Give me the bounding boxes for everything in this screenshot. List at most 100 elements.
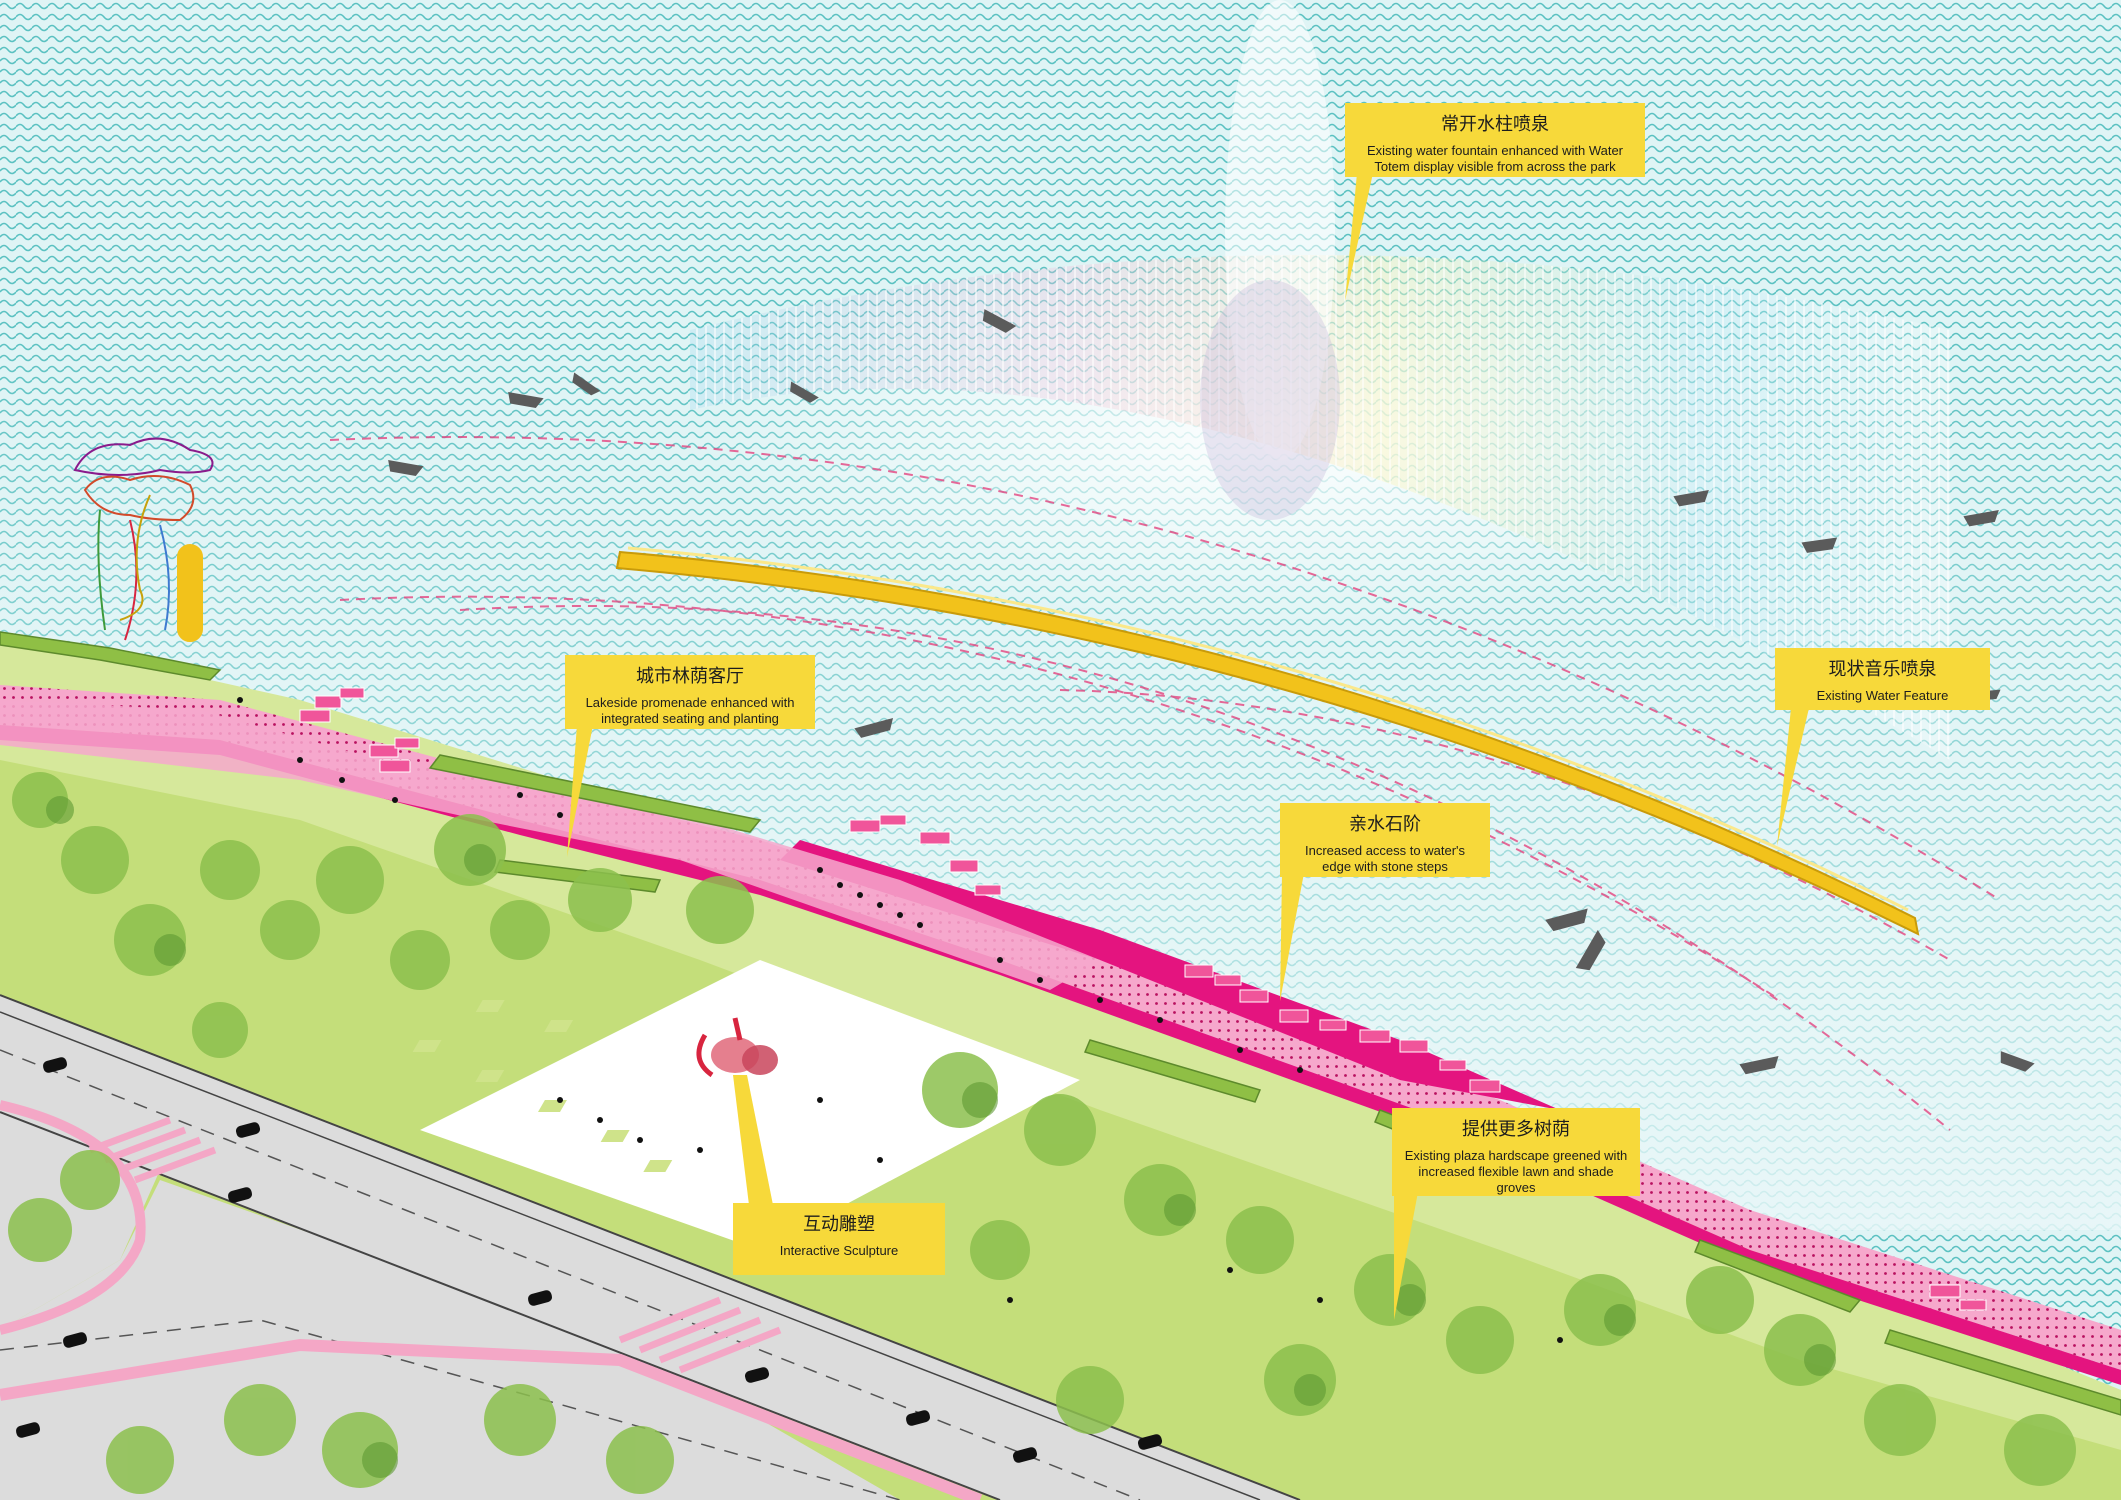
tree-icon xyxy=(568,868,632,932)
person-icon xyxy=(697,1147,703,1153)
callout-title: 常开水柱喷泉 xyxy=(1441,114,1549,135)
callout-pointer xyxy=(567,725,593,857)
crosswalks xyxy=(88,1116,782,1374)
cars xyxy=(15,1057,1163,1463)
callout-pointer xyxy=(1777,708,1809,846)
callout-description: Increased access to water's edge with st… xyxy=(1305,843,1465,874)
callout-pointer xyxy=(733,1075,773,1205)
callout-description: Existing plaza hardscape greened with in… xyxy=(1404,1148,1628,1195)
boat-icon xyxy=(1963,509,1999,527)
boat-icon xyxy=(982,309,1017,333)
callout-forest-lounge: 城市林荫客厅 Lakeside promenade enhanced with … xyxy=(565,655,815,860)
car-icon xyxy=(905,1410,931,1426)
callout-pointer xyxy=(1394,1192,1418,1320)
tree-icon xyxy=(61,826,129,894)
car-icon xyxy=(1012,1447,1038,1463)
tree-icon xyxy=(224,1384,296,1456)
person-icon xyxy=(997,957,1003,963)
car-icon xyxy=(227,1187,253,1203)
person-icon xyxy=(1227,1267,1233,1273)
callout-title: 提供更多树荫 xyxy=(1462,1119,1570,1140)
callout-description: Existing water fountain enhanced with Wa… xyxy=(1366,143,1624,174)
person-icon xyxy=(1297,1067,1303,1073)
tree-icon xyxy=(200,840,260,900)
person-icon xyxy=(1237,1047,1243,1053)
car-icon xyxy=(235,1122,261,1138)
person-icon xyxy=(637,1137,643,1143)
fountain-spray-arcs xyxy=(329,436,2001,1131)
tree-icon xyxy=(1056,1366,1124,1434)
person-icon xyxy=(1317,1297,1323,1303)
callout-title: 亲水石阶 xyxy=(1349,814,1421,835)
car-icon xyxy=(42,1057,68,1073)
boat-icon xyxy=(1575,929,1606,971)
tree-icon xyxy=(490,900,550,960)
person-icon xyxy=(877,902,883,908)
boat-icon xyxy=(1801,537,1838,553)
person-icon xyxy=(817,867,823,873)
tree-icon xyxy=(390,930,450,990)
callout-music-fountain: 现状音乐喷泉 Existing Water Feature xyxy=(1775,648,1990,848)
person-icon xyxy=(877,1157,883,1163)
waterfront-stone-steps xyxy=(299,687,1987,1311)
tree-icon xyxy=(260,900,320,960)
boat-icon xyxy=(790,381,819,403)
person-icon xyxy=(897,912,903,918)
tree-icon xyxy=(1686,1266,1754,1334)
person-icon xyxy=(1557,1337,1563,1343)
callout-pointer xyxy=(1345,173,1373,301)
tree-icon xyxy=(686,876,754,944)
person-icon xyxy=(557,812,563,818)
callout-title: 互动雕塑 xyxy=(803,1214,875,1235)
callout-description: Interactive Sculpture xyxy=(779,1243,899,1258)
callout-title: 城市林荫客厅 xyxy=(636,666,744,687)
people xyxy=(237,697,1563,1343)
boat-icon xyxy=(508,391,544,408)
boat-icon xyxy=(1673,489,1709,507)
boat-icon xyxy=(1739,1055,1779,1075)
callout-sculpture: 互动雕塑 Interactive Sculpture xyxy=(733,1075,945,1280)
car-icon xyxy=(527,1290,553,1306)
sculpture-outline-art xyxy=(73,437,214,642)
person-icon xyxy=(297,757,303,763)
person-icon xyxy=(392,797,398,803)
boat-icon xyxy=(854,717,894,738)
boat-icon xyxy=(572,372,601,396)
tree-icon xyxy=(1226,1206,1294,1274)
tree-icon xyxy=(8,1198,72,1262)
person-icon xyxy=(557,1097,563,1103)
sculpture-icon xyxy=(696,1017,778,1078)
boat-icon xyxy=(1545,908,1588,932)
person-icon xyxy=(1157,1017,1163,1023)
car-icon xyxy=(62,1332,88,1348)
person-icon xyxy=(517,792,523,798)
callout-description: Lakeside promenade enhanced with integra… xyxy=(585,695,795,726)
tree-icon xyxy=(60,1150,120,1210)
person-icon xyxy=(817,1097,823,1103)
boats xyxy=(388,309,2035,1075)
callout-description: Existing Water Feature xyxy=(1816,688,1949,703)
callout-more-shade: 提供更多树荫 Existing plaza hardscape greened … xyxy=(1392,1108,1640,1323)
tree-icon xyxy=(970,1220,1030,1280)
callout-stone-steps: 亲水石阶 Increased access to water's edge wi… xyxy=(1280,803,1490,1003)
person-icon xyxy=(1007,1297,1013,1303)
tree-icon xyxy=(1446,1306,1514,1374)
person-icon xyxy=(1037,977,1043,983)
music-fountain-structure xyxy=(615,546,1920,936)
callout-water-fountain: 常开水柱喷泉 Existing water fountain enhanced … xyxy=(1345,103,1645,303)
car-icon xyxy=(744,1367,770,1383)
tree-icon xyxy=(1024,1094,1096,1166)
car-icon xyxy=(1137,1434,1163,1450)
person-icon xyxy=(917,922,923,928)
boat-icon xyxy=(2000,1051,2035,1072)
person-icon xyxy=(837,882,843,888)
boat-icon xyxy=(388,459,424,476)
person-icon xyxy=(597,1117,603,1123)
tree-icon xyxy=(484,1384,556,1456)
tree-icon xyxy=(106,1426,174,1494)
person-icon xyxy=(857,892,863,898)
tree-icon xyxy=(192,1002,248,1058)
tree-icon xyxy=(1864,1384,1936,1456)
